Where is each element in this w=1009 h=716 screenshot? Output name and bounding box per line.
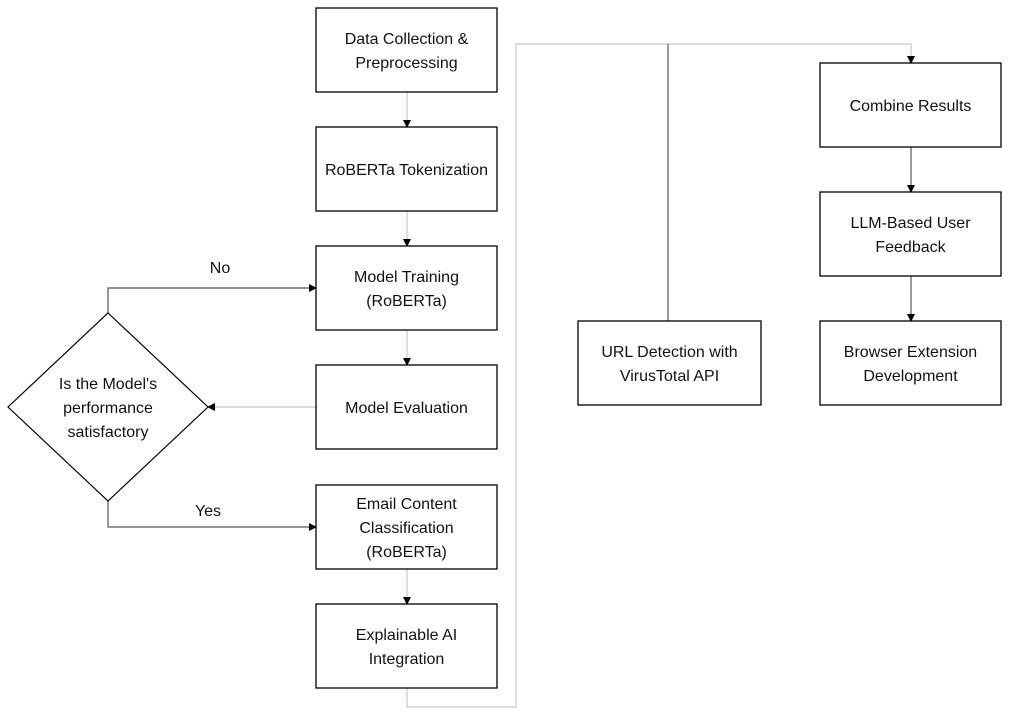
node-label-line: (RoBERTa) [366,293,447,310]
process-box [819,191,1002,277]
node-tokenization: RoBERTa Tokenization [315,126,498,212]
process-box [577,320,762,406]
node-label-line: Email Content [356,496,457,513]
process-box [315,245,498,331]
process-box [315,7,498,93]
connector-performance-decision-to-model-training [107,284,317,313]
node-label-line: Is the Model's [59,376,157,393]
node-label-line: (RoBERTa) [366,544,447,561]
node-label-line: Classification [359,520,453,537]
connector-explainable-ai-to-combine-results [406,43,915,708]
connector-performance-decision-to-email-classification [107,501,317,531]
node-label-line: URL Detection with [601,344,737,361]
node-data-collection: Data Collection & Preprocessing [315,7,498,93]
node-combine-results: Combine Results [819,62,1002,148]
process-box [315,364,498,450]
node-model-training: Model Training (RoBERTa) [315,245,498,331]
process-box [315,126,498,212]
node-label-line: Model Evaluation [345,400,468,417]
node-label-line: Feedback [875,239,946,256]
node-label-line: Explainable AI [356,627,457,644]
node-label-line: performance [63,400,153,417]
node-label-line: Preprocessing [355,55,457,72]
node-label-line: VirusTotal API [620,368,719,385]
node-label-line: Browser Extension [844,344,977,361]
node-label-line: satisfactory [68,424,149,441]
edge-label-yes: Yes [195,503,221,520]
node-label-line: Model Training [354,269,459,286]
node-performance-decision: Is the Model's performance satisfactory [7,312,209,502]
node-label-line: Combine Results [850,98,972,115]
process-box [315,484,498,570]
node-label-line: RoBERTa Tokenization [325,162,488,179]
process-box [819,62,1002,148]
process-box [315,603,498,689]
node-label-line: Data Collection & [345,31,469,48]
node-label-line: Integration [369,651,445,668]
node-label-line: Development [863,368,958,385]
decision-diamond [7,312,209,502]
edge-label-no: No [210,260,231,277]
node-label-line: LLM-Based User [850,215,971,232]
node-explainable-ai: Explainable AI Integration [315,603,498,689]
process-box [819,320,1002,406]
node-model-evaluation: Model Evaluation [315,364,498,450]
